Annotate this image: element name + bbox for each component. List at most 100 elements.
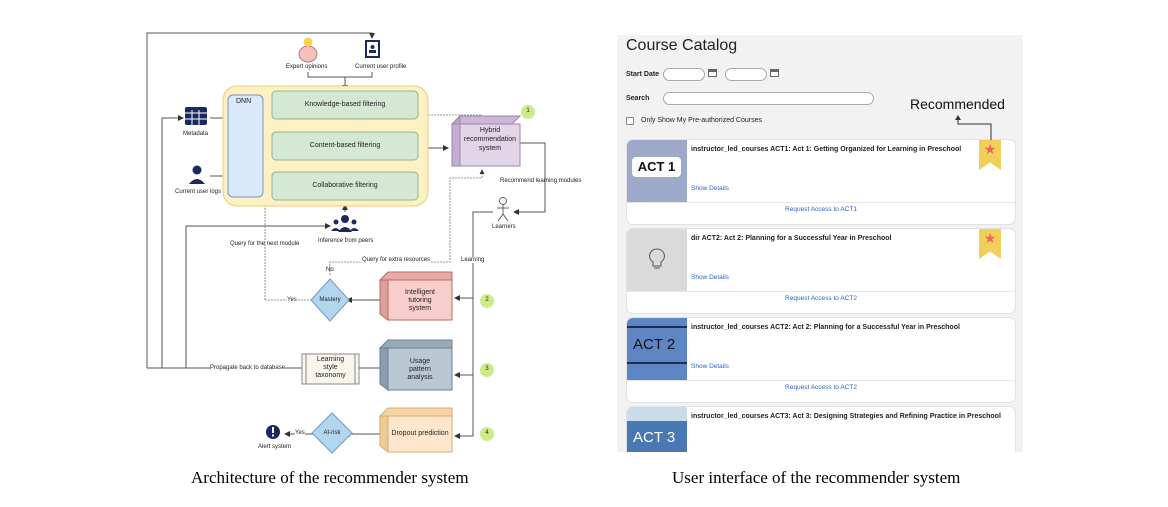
start-date-input[interactable] xyxy=(663,68,705,81)
yes-alert-label: Yes xyxy=(295,430,305,436)
show-details-link[interactable]: Show Details xyxy=(691,185,729,192)
filter-knowledge-box xyxy=(271,90,419,120)
hybrid-line-3: system xyxy=(478,145,502,152)
hybrid-system-label: Hybrid recommendation system xyxy=(460,126,520,153)
caption-user-interface: User interface of the recommender system xyxy=(672,468,961,487)
course-card: dir ACT2: Act 2: Planning for a Successf… xyxy=(626,228,1016,314)
propagate-label: Propagate back to database xyxy=(210,365,286,371)
calendar-icon[interactable] xyxy=(770,69,779,77)
act-badge: ACT 1 xyxy=(632,157,681,177)
lightbulb-icon xyxy=(649,248,665,269)
usage-pattern-box xyxy=(378,339,453,391)
show-details-link[interactable]: Show Details xyxy=(691,363,729,370)
step-3-number: 3 xyxy=(485,366,489,372)
course-card: ACT 1 instructor_led_courses ACT1: Act 1… xyxy=(626,139,1016,225)
learners-label: Learners xyxy=(492,224,516,230)
recommend-modules-label: Recommend learning modules xyxy=(500,178,582,184)
calendar-icon[interactable] xyxy=(708,69,717,77)
course-title[interactable]: dir ACT2: Act 2: Planning for a Successf… xyxy=(691,235,892,242)
course-thumbnail: ACT 3 xyxy=(627,407,687,452)
dropout-box xyxy=(378,407,453,453)
request-access-link[interactable]: Request Access to ACT1 xyxy=(785,206,857,213)
course-thumbnail: ACT 1 xyxy=(627,140,687,202)
at-risk-label: At-risk xyxy=(323,430,341,436)
course-card: ACT 3 instructor_led_courses ACT3: Act 3… xyxy=(626,406,1016,452)
filter-collaborative-label: Collaborative filtering xyxy=(312,182,378,189)
course-title[interactable]: instructor_led_courses ACT2: Act 2: Plan… xyxy=(691,324,960,331)
dnn-box xyxy=(227,94,264,198)
search-input[interactable] xyxy=(663,92,874,105)
user-logs-icon xyxy=(189,165,205,184)
recommended-ribbon: ★ xyxy=(979,229,1001,259)
filter-content-label: Content-based filtering xyxy=(309,142,381,149)
star-icon: ★ xyxy=(983,141,997,157)
show-details-link[interactable]: Show Details xyxy=(691,274,729,281)
step-badge-2 xyxy=(480,294,494,308)
usage-line-1: Usage xyxy=(409,358,431,365)
usage-line-3: analysis xyxy=(407,374,433,381)
request-access-link[interactable]: Request Access to ACT2 xyxy=(785,384,857,391)
act-badge: ACT 2 xyxy=(633,336,676,353)
current-user-logs-label: Current user logs xyxy=(175,189,222,195)
current-user-profile-label: Current user profile xyxy=(355,64,407,70)
inference-from-peers-label: Inference from peers xyxy=(318,238,374,244)
expert-opinions-label: Expert opinions xyxy=(286,64,328,70)
request-access-link[interactable]: Request Access to ACT2 xyxy=(785,295,857,302)
star-icon: ★ xyxy=(983,230,997,246)
metadata-label: Metadata xyxy=(183,131,209,137)
filter-collaborative-box xyxy=(271,171,419,201)
step-badge-1 xyxy=(521,105,535,119)
course-title[interactable]: instructor_led_courses ACT3: Act 3: Desi… xyxy=(691,413,1001,420)
hybrid-line-2: recommendation xyxy=(463,136,517,143)
mastery-label: Mastery xyxy=(319,297,341,303)
divider xyxy=(627,380,1015,381)
step-badge-3 xyxy=(480,363,494,377)
brain-lightbulb-icon xyxy=(298,37,318,63)
learning-style-label: Learning style taxonomy xyxy=(302,356,359,380)
course-thumbnail: ACT 2 xyxy=(627,318,687,380)
hybrid-line-1: Hybrid xyxy=(479,127,501,134)
step-badge-4 xyxy=(480,427,494,441)
alert-icon xyxy=(266,425,280,439)
its-box xyxy=(378,271,453,321)
dnn-label: DNN xyxy=(236,98,252,105)
learner-actor-icon xyxy=(497,197,509,222)
course-card: ACT 2 instructor_led_courses ACT2: Act 2… xyxy=(626,317,1016,403)
preauthorized-checkbox[interactable] xyxy=(626,117,634,125)
diagram-canvas xyxy=(146,32,546,454)
peers-group-icon xyxy=(331,215,359,232)
its-line-1: Intelligent xyxy=(405,289,435,296)
user-profile-icon xyxy=(365,40,380,58)
learning-style-box xyxy=(301,353,360,385)
learning-label: Learning xyxy=(461,257,485,263)
hybrid-system-box xyxy=(450,114,522,168)
taxonomy-line-3: taxonomy xyxy=(315,372,346,379)
course-title[interactable]: instructor_led_courses ACT1: Act 1: Gett… xyxy=(691,146,962,153)
query-next-module-label: Query for the next module xyxy=(230,241,300,247)
course-catalog-panel: Course Catalog Start Date Search Only Sh… xyxy=(617,35,1023,452)
recommended-arrow xyxy=(955,115,992,140)
its-line-2: tutoring xyxy=(408,297,432,304)
divider xyxy=(627,291,1015,292)
act-badge: ACT 3 xyxy=(633,429,676,446)
recommended-annotation: Recommended xyxy=(910,96,1005,112)
filter-knowledge-label: Knowledge-based filtering xyxy=(304,101,386,108)
no-label: No xyxy=(326,267,334,273)
at-risk-diamond xyxy=(311,412,353,454)
step-1-number: 1 xyxy=(526,108,530,114)
end-date-input[interactable] xyxy=(725,68,767,81)
page-title: Course Catalog xyxy=(626,37,738,54)
caption-architecture: Architecture of the recommender system xyxy=(191,468,469,487)
divider xyxy=(627,202,1015,203)
course-thumbnail xyxy=(627,229,687,291)
query-extra-resources-label: Query for extra resources xyxy=(362,257,431,263)
step-4-number: 4 xyxy=(485,430,489,436)
search-label: Search xyxy=(626,95,650,102)
mastery-diamond xyxy=(310,278,350,322)
architecture-diagram: Expert opinions Current user profile Met… xyxy=(0,0,620,470)
taxonomy-line-1: Learning xyxy=(316,356,345,363)
its-label: Intelligent tutoring system xyxy=(388,289,452,313)
step-2-number: 2 xyxy=(485,297,489,303)
filter-content-box xyxy=(271,131,419,161)
taxonomy-line-2: style xyxy=(323,364,338,371)
